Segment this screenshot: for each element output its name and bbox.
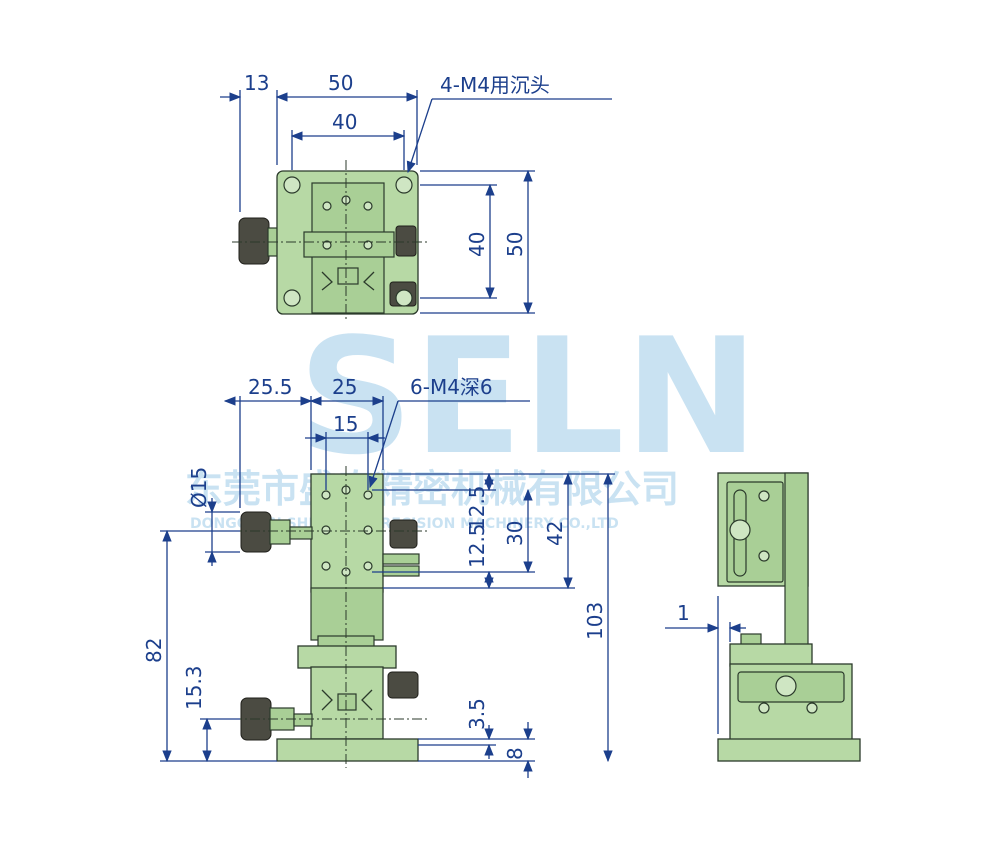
counterbore-hole	[283, 176, 301, 194]
lower-top-plate	[297, 645, 397, 669]
leader-line	[406, 98, 433, 174]
bracket	[310, 587, 384, 641]
dim-15-3: 15.3	[182, 665, 206, 710]
side-top	[729, 643, 813, 667]
dim-25-5: 25.5	[248, 375, 293, 399]
dim-3-5: 3.5	[465, 698, 489, 730]
tap-hole	[806, 702, 818, 714]
dim-1: 1	[677, 601, 690, 625]
dim-25: 25	[332, 375, 357, 399]
tap-hole	[363, 525, 373, 535]
leader-line	[368, 400, 399, 489]
watermark-brand: SELN	[298, 303, 758, 490]
lock-knob-icon	[387, 671, 419, 699]
knob-icon	[238, 217, 270, 265]
top-slot	[303, 231, 395, 258]
front-view: 25.5 25 15 6-M4深6 Ø15 12.5 12.5 30 42 10…	[142, 375, 615, 778]
tap-hole	[363, 240, 373, 250]
knob-shaft	[293, 713, 313, 727]
tap-hole	[363, 561, 373, 571]
counterbore-hole	[395, 176, 413, 194]
callout-4-m4: 4-M4用沉头	[440, 73, 550, 97]
dim-12-5-bottom: 12.5	[465, 523, 489, 568]
tap-hole	[321, 561, 331, 571]
tap-hole	[321, 490, 331, 500]
tap-hole	[758, 702, 770, 714]
dim-13: 13	[244, 71, 269, 95]
lock-screw-icon	[729, 519, 751, 541]
lock-knob-icon	[389, 519, 418, 549]
rail	[382, 565, 420, 577]
lower-rack	[321, 689, 373, 711]
tap-hole	[322, 240, 332, 250]
tap-hole	[363, 490, 373, 500]
dim-103: 103	[583, 602, 607, 640]
dim-50-height: 50	[503, 232, 527, 257]
tap-hole	[322, 201, 332, 211]
dim-50-width: 50	[328, 71, 353, 95]
dim-30: 30	[503, 521, 527, 546]
lock-screw-icon	[775, 675, 797, 697]
side-view: 1	[665, 472, 861, 762]
top-clamp	[337, 267, 359, 285]
rail	[382, 553, 420, 565]
tap-hole	[321, 525, 331, 535]
side-base	[717, 738, 861, 762]
dim-12-5-top: 12.5	[465, 485, 489, 530]
top-view: 13 50 40 4-M4用沉头 40 50	[220, 71, 612, 320]
lower-clamp	[337, 693, 357, 711]
dim-15: 15	[333, 412, 358, 436]
hole-pattern	[321, 485, 373, 577]
knob-icon	[240, 511, 272, 553]
knob-shaft	[289, 526, 313, 540]
angle-upright	[784, 472, 809, 664]
tap-hole	[758, 550, 770, 562]
counterbore-hole	[395, 289, 413, 307]
dim-8: 8	[503, 747, 527, 760]
knob-shaft	[269, 519, 291, 545]
dim-40-height: 40	[465, 232, 489, 257]
top-rack	[321, 271, 375, 291]
tap-hole	[758, 490, 770, 502]
dim-40-width: 40	[332, 110, 357, 134]
callout-6-m4: 6-M4深6	[410, 375, 493, 399]
tap-hole	[363, 201, 373, 211]
dim-42: 42	[543, 521, 567, 546]
dim-82: 82	[142, 638, 166, 663]
counterbore-hole	[283, 289, 301, 307]
dim-dia15: Ø15	[187, 467, 211, 508]
lock-knob-icon	[395, 225, 417, 257]
base-plate	[276, 738, 419, 762]
